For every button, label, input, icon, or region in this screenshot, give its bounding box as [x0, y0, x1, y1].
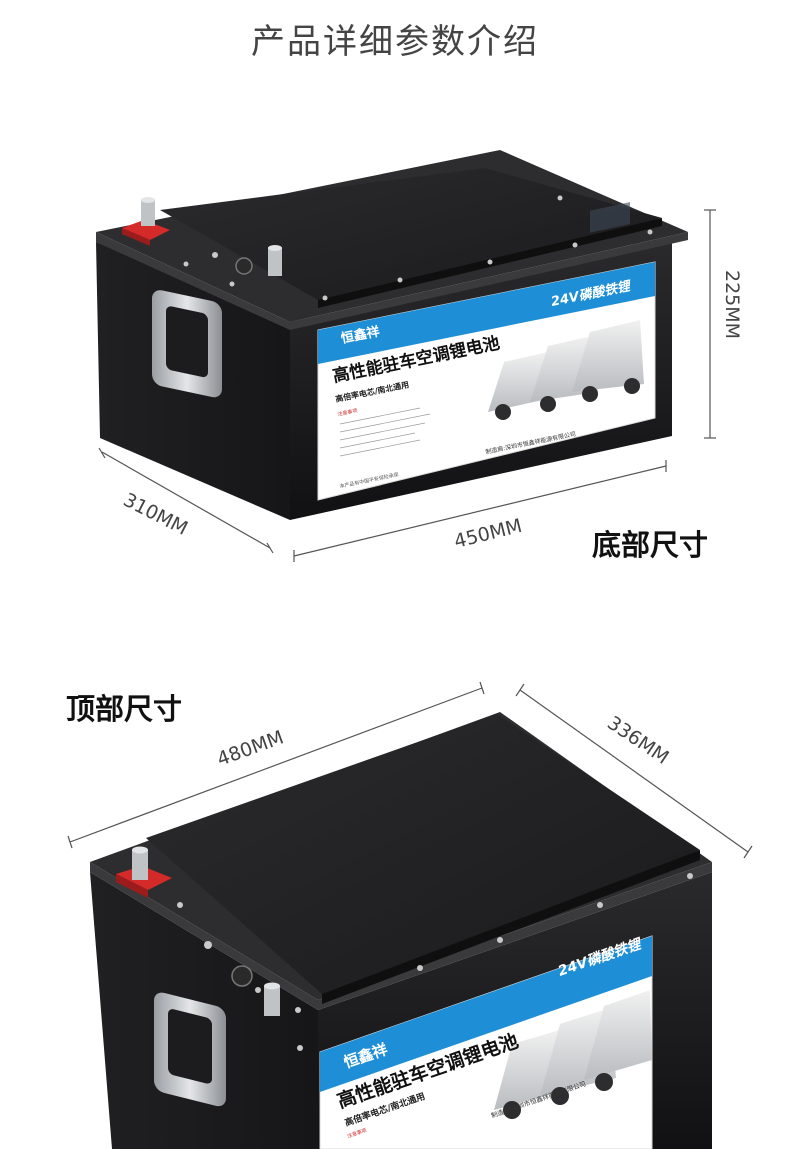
dimension-lines-bottom [98, 209, 716, 562]
page-title: 产品详细参数介绍 [251, 22, 539, 62]
dimension-length-top: 480MM [214, 726, 286, 770]
section-label-bottom: 底部尺寸 [592, 528, 709, 562]
dimension-lines-top [67, 681, 753, 859]
battery-bottom-view [96, 150, 688, 520]
dimension-height: 225MM [721, 270, 743, 339]
dimension-width-top: 336MM [603, 712, 673, 769]
notice-title-text: 注意事项 [337, 407, 358, 418]
brand-text: 恒鑫祥 [340, 323, 381, 346]
battery-top-view [90, 712, 712, 1149]
section-label-top: 顶部尺寸 [66, 692, 183, 726]
dimension-length-bottom: 450MM [452, 515, 524, 553]
